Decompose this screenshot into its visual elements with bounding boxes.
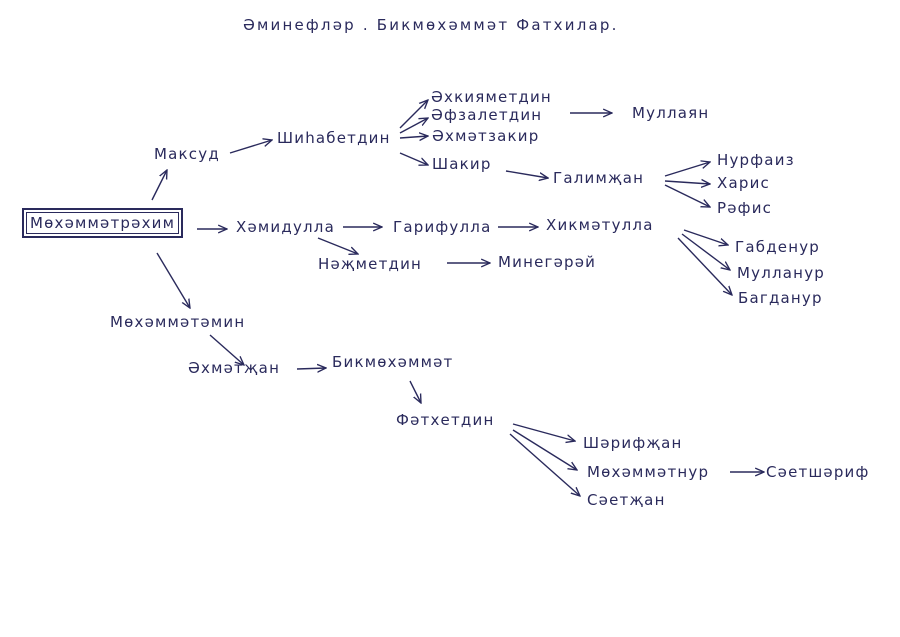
- node-bagdanur: Багданур: [738, 289, 823, 307]
- node-khamidulla: Хәмидулла: [236, 218, 335, 236]
- node-kharis: Харис: [717, 174, 770, 192]
- arrow-khikmetulla-bagdanur: [677, 237, 732, 295]
- node-root: Мөхәммәтрәхим: [22, 208, 184, 238]
- node-mullayan: Муллаян: [632, 104, 710, 122]
- node-khikmetulla: Хикмәтулла: [546, 216, 654, 234]
- node-efzaletdin: Әфзалетдин: [431, 106, 543, 124]
- arrow-root-mekhemmetemin: [156, 252, 190, 308]
- arrow-fetkhetdin-mokhemmetnur: [512, 429, 577, 470]
- node-minegerey: Минегәрәй: [498, 253, 597, 271]
- node-fetkhetdin: Фәтхетдин: [396, 411, 495, 429]
- node-shakir: Шакир: [432, 155, 492, 173]
- diagram-title: Әминефләр . Бикмөхәммәт Фатхилар.: [243, 16, 619, 34]
- arrow-shikhabetdin-ekhkiyametdin: [399, 100, 428, 129]
- node-nezhmetdin: Нәҗметдин: [318, 255, 423, 273]
- arrow-root-maksud: [151, 170, 167, 201]
- node-bikmokhemmet: Бикмөхәммәт: [332, 353, 454, 371]
- node-seetzhan: Сәетҗан: [587, 491, 666, 509]
- node-ekhmetzakir: Әхмәтзакир: [432, 127, 540, 145]
- node-mekhemmetemin: Мөхәммәтәмин: [110, 313, 246, 331]
- arrow-khamidulla-nezhmetdin: [317, 237, 358, 254]
- node-nurfaiz: Нурфаиз: [717, 151, 795, 169]
- arrow-fetkhetdin-sherifzhan: [512, 423, 575, 441]
- arrow-fetkhetdin-seetzhan: [509, 433, 580, 496]
- arrow-shikhabetdin-efzaletdin: [399, 118, 428, 134]
- node-maksud: Максуд: [154, 145, 220, 163]
- node-ekhmetzhan: Әхмәтҗан: [188, 359, 281, 377]
- arrow-shakir-galimzhan: [505, 170, 548, 178]
- arrow-shikhabetdin-ekhmetzakir: [399, 136, 428, 138]
- node-galimzhan: Галимҗан: [553, 169, 645, 187]
- arrow-shikhabetdin-shakir: [399, 152, 428, 165]
- node-shikhabetdin: Шиһабетдин: [277, 129, 391, 147]
- node-refis: Рәфис: [717, 199, 773, 217]
- node-sherifzhan: Шәрифҗан: [583, 434, 683, 452]
- arrow-galimzhan-nurfaiz: [664, 162, 710, 177]
- arrow-khikmetulla-gabdenur: [683, 229, 728, 245]
- node-seetsherif: Сәетшәриф: [766, 463, 870, 481]
- arrow-galimzhan-refis: [664, 184, 710, 207]
- arrow-khikmetulla-mullanur: [681, 233, 730, 270]
- node-garifulla: Гарифулла: [393, 218, 492, 236]
- arrow-ekhmetzhan-bikmokhemmet: [296, 368, 326, 369]
- arrow-bikmokhemmet-fetkhetdin: [409, 380, 421, 403]
- node-mullanur: Мулланур: [737, 264, 825, 282]
- node-gabdenur: Габденур: [735, 238, 820, 256]
- arrow-maksud-shikhabetdin: [229, 140, 272, 154]
- node-mokhemmetnur: Мөхәммәтнур: [587, 463, 710, 481]
- node-ekhkiyametdin: Әхкияметдин: [431, 88, 552, 106]
- arrow-galimzhan-kharis: [664, 181, 710, 184]
